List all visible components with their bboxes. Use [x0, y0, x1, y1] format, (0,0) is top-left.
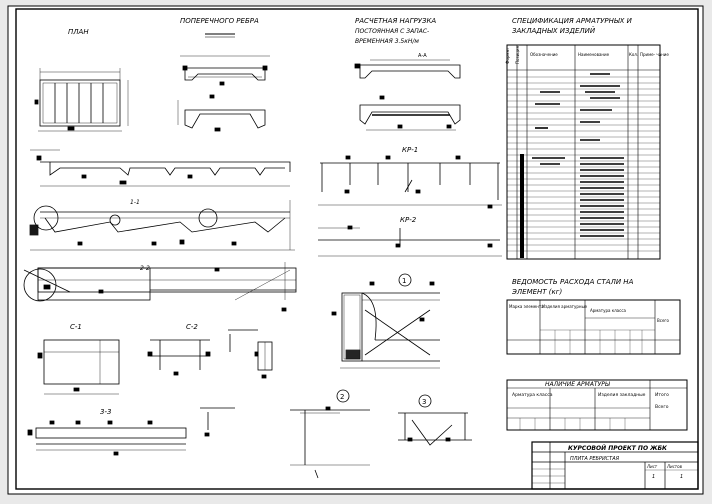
detail-c2: С-2 — [147, 323, 258, 376]
stamp-title: ПЛИТА РЕБРИСТАЯ — [570, 456, 620, 462]
rib-elevation — [30, 149, 291, 187]
steel-col-items: Изделия арматурные — [542, 304, 588, 309]
node-3-detail: 3 — [398, 394, 472, 446]
spec-col-note: Приме- чание — [640, 52, 669, 57]
spec-title-1: СПЕЦИФИКАЦИЯ АРМАТУРНЫХ И — [512, 17, 633, 25]
stamp-sheet-label: Лист — [646, 464, 658, 469]
mat-col-embedded: Изделия закладные — [598, 392, 646, 398]
steel-title-2: ЭЛЕМЕНТ (кг) — [511, 288, 562, 296]
spec-col-designation: Обозначение — [530, 52, 558, 57]
label-kr1: КР-1 — [402, 146, 418, 154]
label-2-2: 2-2 — [140, 265, 150, 272]
spec-title-2: ЗАКЛАДНЫХ ИЗДЕЛИЙ — [512, 26, 596, 35]
spec-col-qty: Кол. — [629, 52, 638, 57]
spec-col-format: Формат — [505, 47, 510, 64]
label-1-1: 1-1 — [130, 199, 140, 206]
spec-col-name: Наименование — [578, 52, 610, 57]
spec-col-pos: Позиция — [515, 45, 520, 64]
mat-col-total: Всего — [655, 404, 669, 410]
detail-c1: С-1 — [37, 323, 120, 395]
title-calc-load-2: ПОСТОЯННАЯ С ЗАПАС- — [355, 28, 429, 35]
label-aa: А-А — [418, 53, 427, 59]
node-2-detail: 2 — [290, 389, 370, 479]
detail-kr-side — [254, 341, 273, 379]
title-block: КУРСОВОЙ ПРОЕКТ ПО ЖБК ПЛИТА РЕБРИСТАЯ Л… — [531, 441, 699, 490]
cross-rib-view — [177, 55, 270, 132]
steel-col-class: Арматура класса — [590, 308, 627, 313]
steel-title-1: ВЕДОМОСТЬ РАСХОДА СТАЛИ НА — [512, 278, 634, 286]
stamp-project: КУРСОВОЙ ПРОЕКТ ПО ЖБК — [568, 444, 668, 452]
drawing-frame — [15, 8, 699, 490]
steel-col-mark: Марка элемента — [509, 304, 544, 309]
kr2-frame: КР-2 — [318, 216, 502, 257]
detail-c3: 3-3 — [27, 407, 235, 456]
title-plan: ПЛАН — [68, 28, 89, 36]
section-2-2: 2-2 — [23, 262, 297, 312]
label-node1: 1 — [402, 277, 406, 285]
label-c2a: С-2 — [186, 323, 198, 331]
mat-col-class: Арматура класса — [512, 392, 553, 398]
section-1-1: 1-1 — [29, 199, 295, 251]
steel-table: Марка элемента Изделия арматурные Армату… — [506, 299, 681, 355]
title-calc-load-3: ВРЕМЕННАЯ 3.5кН/м — [355, 38, 419, 45]
label-c1: С-1 — [70, 323, 82, 331]
stamp-sheet: 1 — [652, 474, 655, 480]
mat-title: НАЛИЧИЕ АРМАТУРЫ — [545, 381, 611, 388]
title-cross-rib: ПОПЕРЕЧНОГО РЕБРА — [180, 17, 259, 25]
calc-load-view: А-А — [354, 53, 461, 131]
kr1-frame: КР-1 — [318, 146, 502, 209]
label-c3: 3-3 — [100, 408, 111, 416]
stamp-sheets: 1 — [680, 474, 683, 480]
spec-table: Формат Позиция Обозначение Наименование … — [505, 44, 669, 260]
node-1-detail: 1 — [331, 273, 440, 369]
materials-table: НАЛИЧИЕ АРМАТУРЫ Арматура класса Изделия… — [506, 379, 688, 431]
label-kr2: КР-2 — [400, 216, 417, 224]
mat-col-subtotal: Итого — [655, 392, 669, 398]
label-node2: 2 — [340, 393, 344, 401]
steel-col-total: Всего — [657, 318, 670, 323]
plan-view — [34, 68, 129, 132]
stamp-sheets-label: Листов — [666, 464, 683, 469]
title-calc-load: РАСЧЕТНАЯ НАГРУЗКА — [355, 17, 436, 25]
label-node3: 3 — [422, 398, 426, 406]
